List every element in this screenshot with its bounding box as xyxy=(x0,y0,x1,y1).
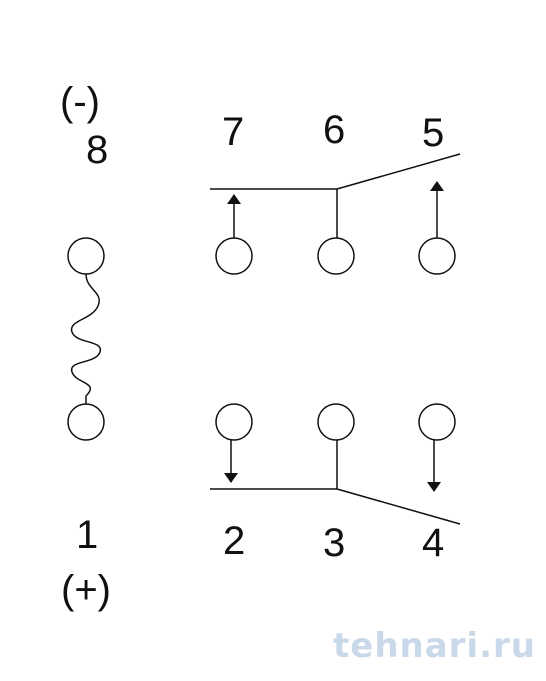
coil-top-polarity: (-) xyxy=(60,80,100,124)
pin-4-terminal xyxy=(418,403,456,441)
pin-label-4: 4 xyxy=(422,521,444,565)
watermark-text: tehnari.ru xyxy=(333,626,536,666)
pin-6-terminal xyxy=(317,237,355,275)
pin-1-terminal xyxy=(67,403,105,441)
pin-7-terminal xyxy=(215,237,253,275)
pin-5-terminal xyxy=(418,237,456,275)
pin-label-1: 1 xyxy=(76,513,98,557)
pin-label-3: 3 xyxy=(323,521,345,565)
upper-open-contact-blade xyxy=(336,153,461,190)
upper-contact-group xyxy=(210,153,461,275)
coil-bottom-polarity: (+) xyxy=(61,568,111,612)
coil-winding xyxy=(70,273,101,404)
pin-label-7: 7 xyxy=(222,110,244,154)
pin-label-8: 8 xyxy=(86,128,108,172)
pin-label-6: 6 xyxy=(323,108,345,152)
pin-label-2: 2 xyxy=(223,519,245,563)
relay-coil xyxy=(67,237,105,441)
lower-open-contact-blade xyxy=(336,488,461,525)
lower-contact-group xyxy=(210,403,461,525)
pin-3-terminal xyxy=(317,403,355,441)
pin-8-terminal xyxy=(67,237,105,275)
pin-label-5: 5 xyxy=(422,111,444,155)
pin-2-terminal xyxy=(215,403,253,441)
